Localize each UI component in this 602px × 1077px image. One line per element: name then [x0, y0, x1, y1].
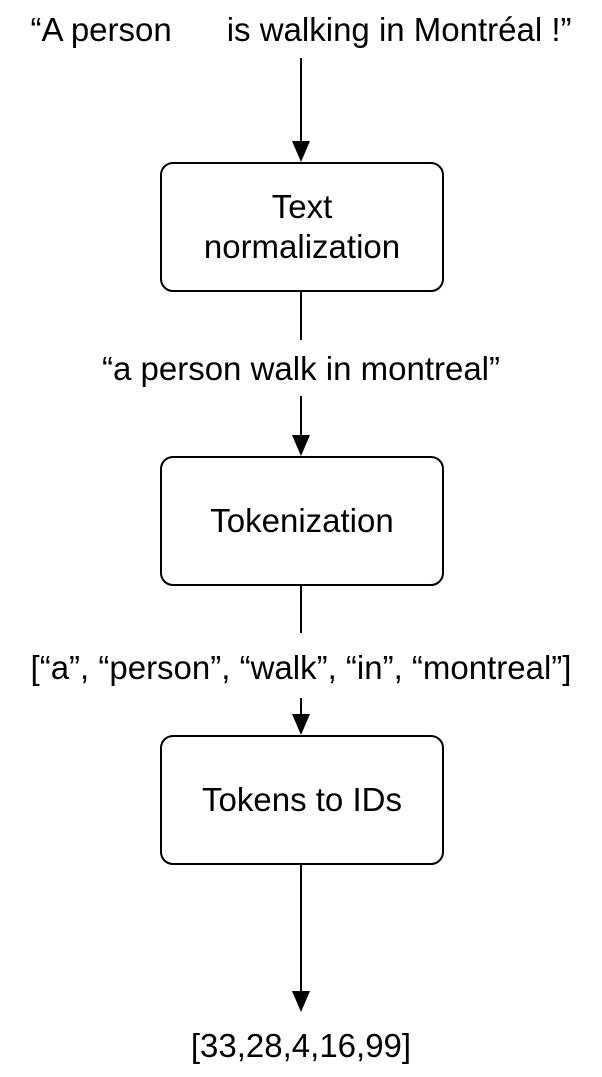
text-normalization-label: Text normalization — [203, 188, 401, 265]
token-ids-text: [33,28,4,16,99] — [190, 1027, 412, 1064]
tokens-to-ids-label: Tokens to IDs — [202, 781, 402, 818]
arrow-line — [300, 698, 302, 717]
arrow-down-icon — [292, 435, 310, 456]
text-normalization-box: Text normalization — [160, 162, 444, 292]
arrow-line — [300, 396, 302, 438]
arrow-down-icon — [292, 714, 310, 735]
arrow-line — [300, 865, 302, 994]
connector-line — [300, 586, 302, 633]
arrow-line — [300, 58, 302, 145]
input-sentence-text: “A person is walking in Montréal !” — [30, 11, 572, 48]
arrow-down-icon — [292, 141, 310, 162]
connector-line — [300, 292, 302, 340]
tokenization-box: Tokenization — [160, 456, 444, 586]
arrow-down-icon — [292, 991, 310, 1012]
tokenization-label: Tokenization — [210, 502, 394, 539]
tokens-to-ids-box: Tokens to IDs — [160, 735, 444, 865]
token-list-text: [“a”, “person”, “walk”, “in”, “montreal”… — [30, 649, 572, 686]
normalized-sentence-text: “a person walk in montreal” — [102, 350, 500, 387]
